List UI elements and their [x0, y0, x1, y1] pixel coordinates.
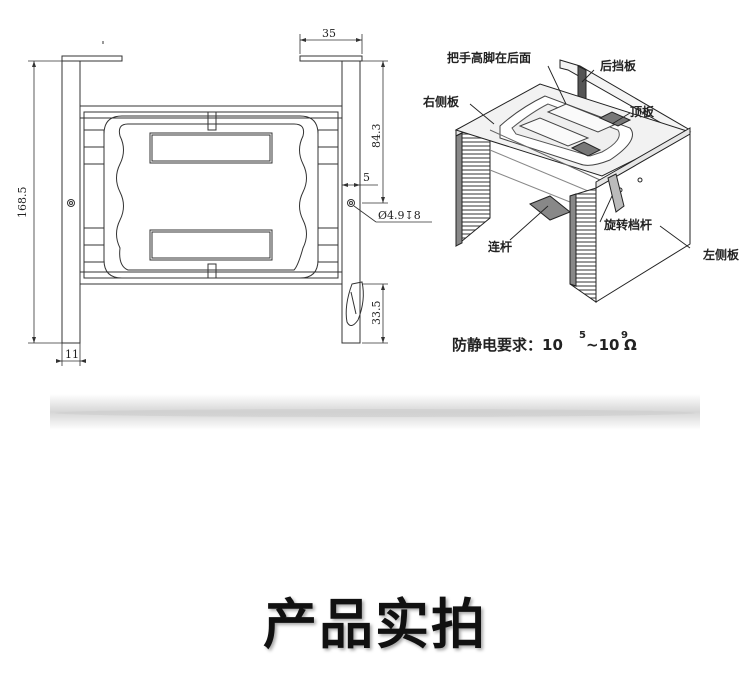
req-exp2: 9 [621, 330, 628, 341]
req-prefix: 防静电要求：10 [452, 336, 563, 354]
top-slot [149, 132, 273, 164]
dim-leg-width: 11 [65, 348, 79, 361]
req-exp1: 5 [579, 330, 586, 341]
dim-lower-height: 33.5 [370, 301, 383, 326]
label-handle-feet: 把手高脚在后面 [447, 50, 531, 65]
right-hole [347, 199, 355, 207]
rotating-lever [345, 281, 364, 326]
outer-frame [79, 105, 343, 285]
dim-hole: Ø4.9↧8 [378, 209, 421, 222]
label-top-plate: 顶板 [630, 104, 655, 119]
isometric-view [454, 59, 692, 303]
label-left-side: 左侧板 [702, 247, 740, 262]
leader-lines [469, 65, 691, 249]
label-back-plate: 后挡板 [600, 58, 637, 73]
antistatic-requirement: 防静电要求：10 5 ~10 9 Ω [452, 330, 637, 354]
req-suffix: Ω [624, 336, 637, 354]
section-title: 产品实拍 [263, 593, 487, 656]
dimension-lines [28, 34, 432, 366]
dimension-arrows [32, 38, 385, 363]
req-mid: ~10 [586, 336, 619, 354]
right-top-tab [299, 55, 363, 62]
dim-offset: 5 [363, 171, 370, 184]
dim-top-width: 35 [322, 27, 336, 40]
dim-total-height: 168.5 [16, 187, 29, 219]
front-view-drawing [61, 41, 364, 344]
top-plate-outline [103, 115, 319, 279]
label-rotating-rod: 旋转档杆 [603, 217, 652, 232]
left-hole [67, 199, 75, 207]
dim-upper-height: 84.3 [370, 124, 383, 149]
rotating-lever-iso [607, 173, 625, 213]
label-right-side: 右侧板 [422, 94, 460, 109]
bottom-slot [149, 229, 273, 261]
left-top-tab [61, 55, 123, 62]
label-connecting-rod: 连杆 [488, 239, 512, 254]
